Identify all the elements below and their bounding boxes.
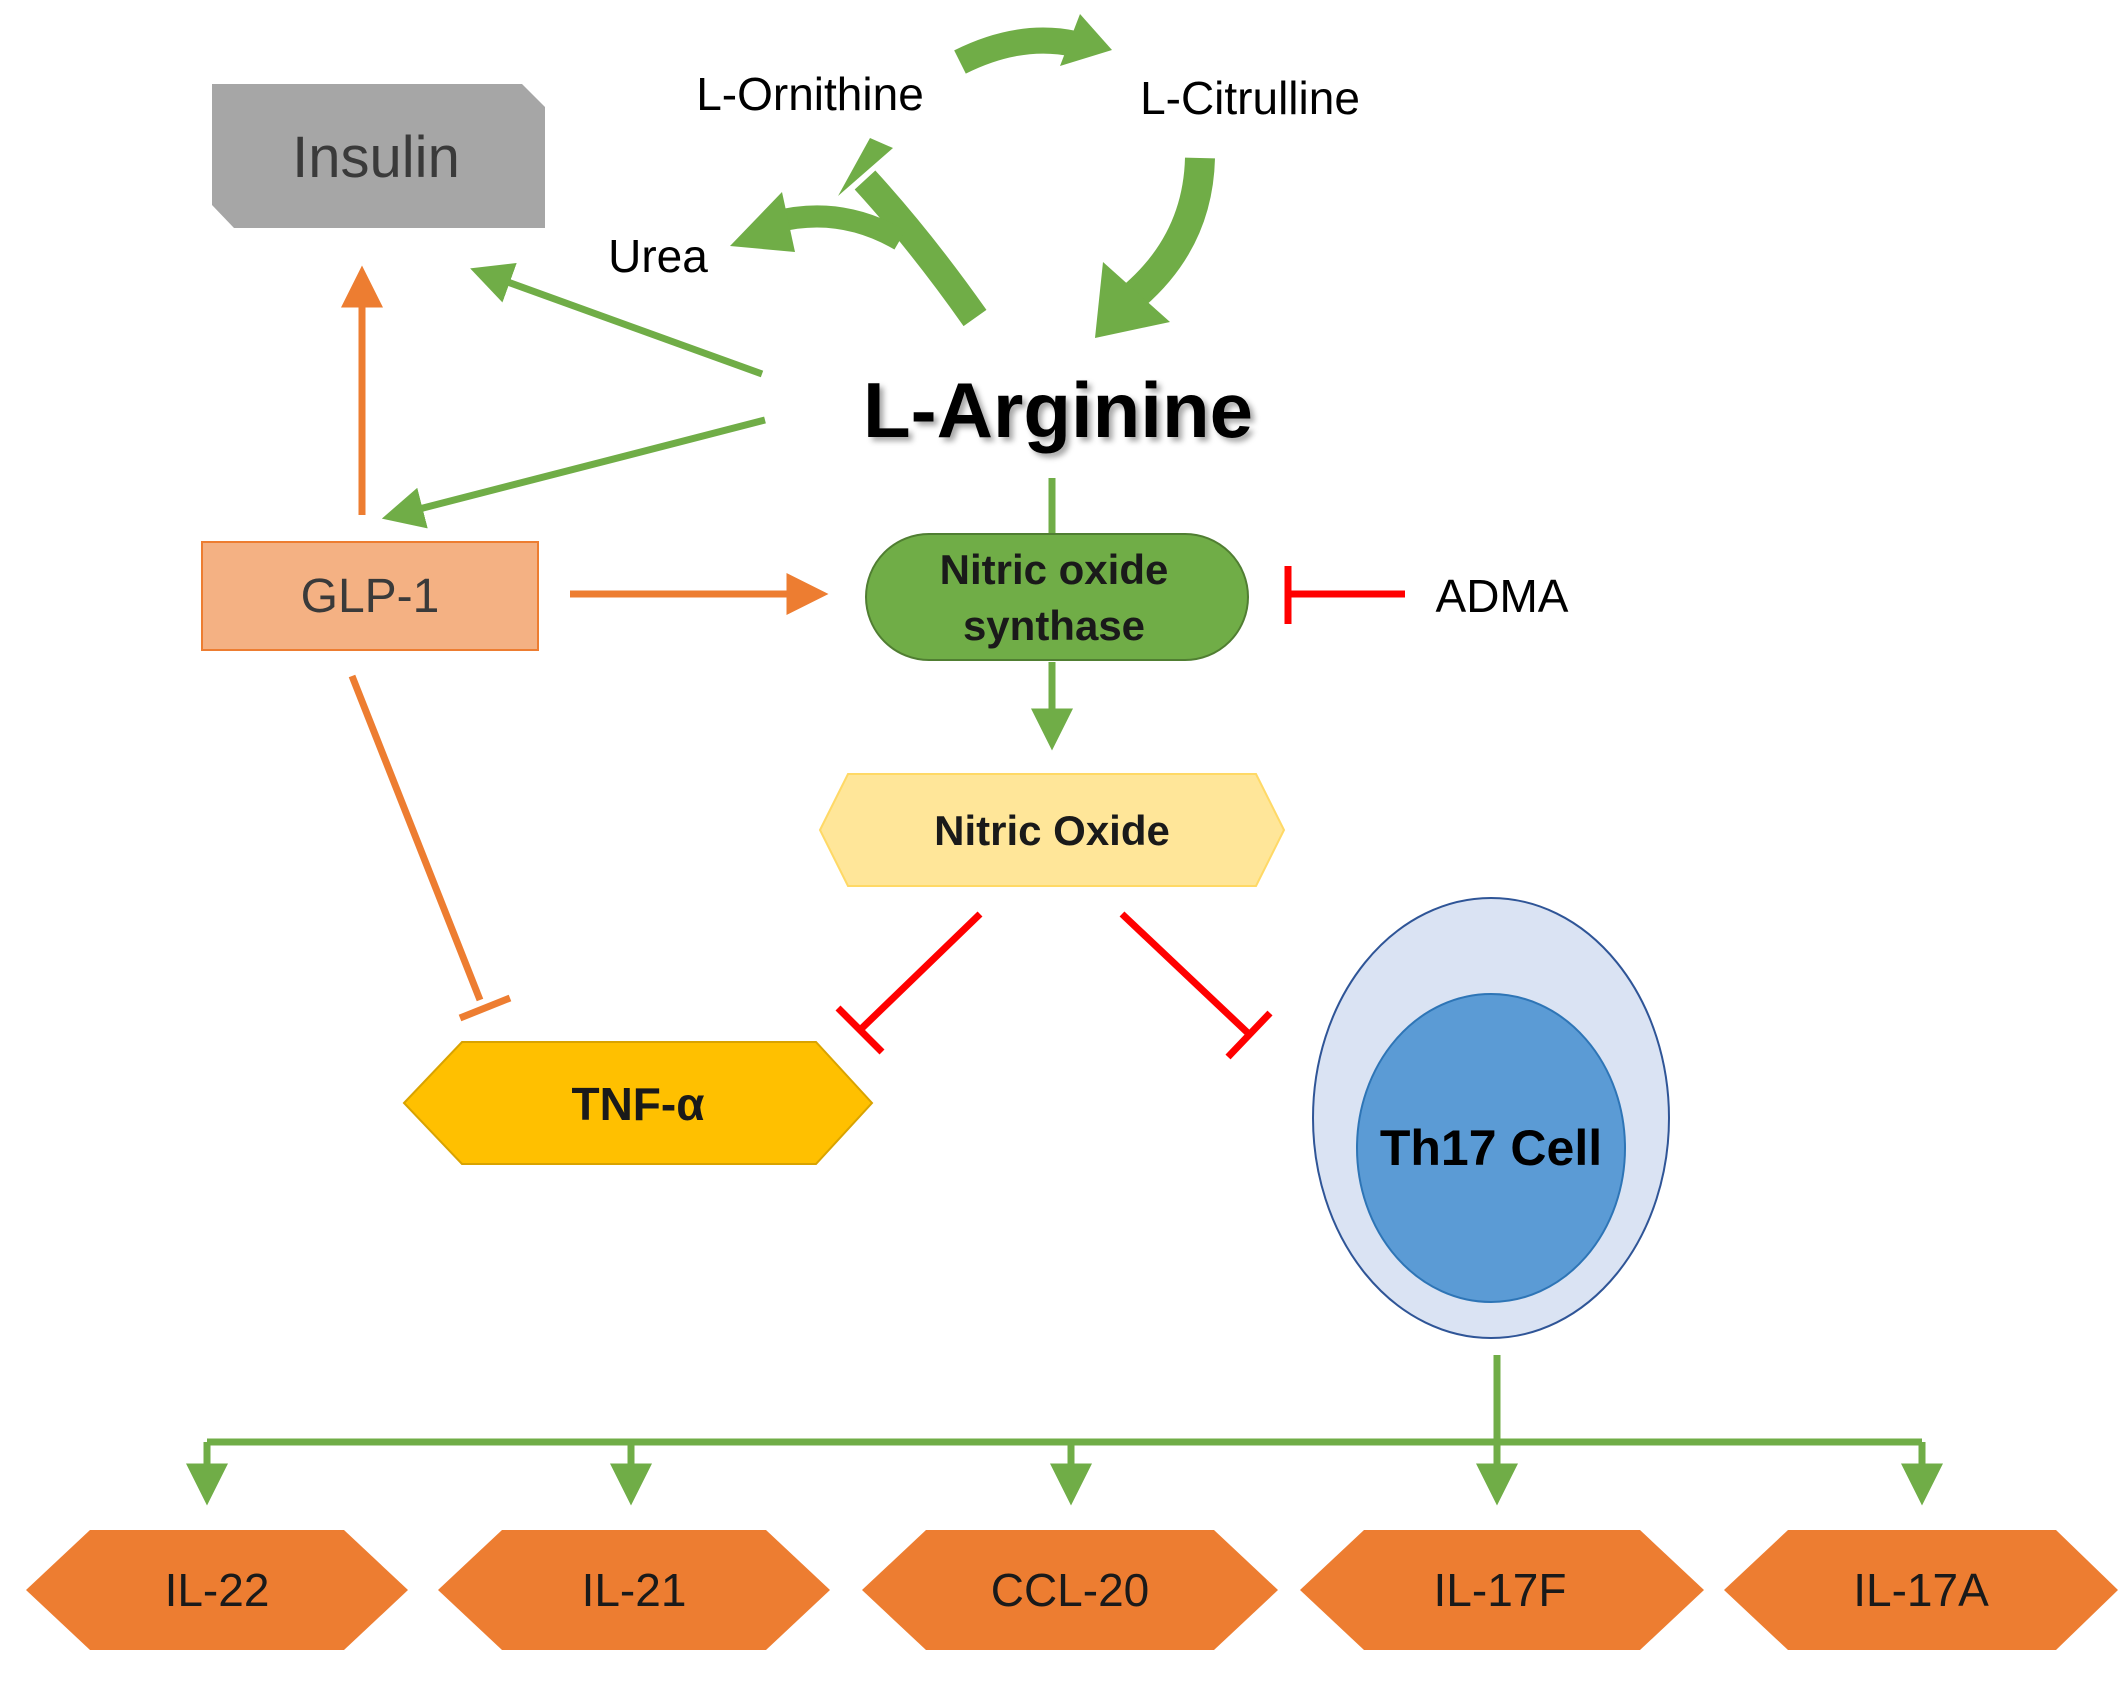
nos-label-line1: Nitric oxide bbox=[940, 546, 1169, 593]
no-inhibits-tnf-line bbox=[857, 911, 983, 1033]
nitric-oxide-node: Nitric Oxide bbox=[818, 773, 1286, 887]
nos-label-line2: synthase bbox=[963, 602, 1145, 649]
cytokine-hex bbox=[26, 1530, 408, 1650]
glp1-inhibits-tnf-line bbox=[348, 674, 484, 1002]
insulin-node: Insulin bbox=[212, 84, 545, 228]
glp1-label: GLP-1 bbox=[301, 570, 440, 623]
tnf-alpha-node: TNF-α bbox=[402, 1041, 874, 1165]
no-inhibits-tnf-bar bbox=[835, 1005, 885, 1055]
cytokine-il21: IL-21 bbox=[438, 1530, 830, 1650]
glp1-node: GLP-1 bbox=[201, 541, 539, 651]
glp1-inhibits-tnf-bar bbox=[458, 994, 512, 1022]
tnf-alpha-label: TNF-α bbox=[571, 1078, 704, 1130]
cytokine-label: IL-17A bbox=[1853, 1564, 1989, 1616]
cytokine-label: IL-21 bbox=[582, 1564, 687, 1616]
arginine-to-ornithine-arrowhead bbox=[838, 138, 893, 196]
th17-nucleus bbox=[1356, 993, 1626, 1303]
arginine-to-ornithine-arrow bbox=[854, 170, 987, 327]
citrulline-to-arginine-arrow bbox=[1124, 157, 1215, 307]
nitric-oxide-hex bbox=[818, 773, 1286, 887]
cytokine-hex bbox=[1300, 1530, 1704, 1650]
pathway-arrows bbox=[186, 262, 1943, 1506]
insulin-label: Insulin bbox=[292, 125, 460, 190]
insulin-box bbox=[212, 84, 545, 228]
no-inhibits-th17-line bbox=[1119, 911, 1253, 1038]
cytokine-il17a: IL-17A bbox=[1724, 1530, 2118, 1650]
cytokine-label: IL-22 bbox=[165, 1564, 270, 1616]
nos-node: Nitric oxide synthase bbox=[865, 533, 1249, 661]
no-inhibits-th17-bar bbox=[1225, 1010, 1273, 1060]
cytokine-ccl20: CCL-20 bbox=[862, 1530, 1278, 1650]
l-citrulline-label: L-Citrulline bbox=[1140, 72, 1360, 124]
th17-cell-label: Th17 Cell bbox=[1380, 1120, 1602, 1176]
cytokine-hex bbox=[1724, 1530, 2118, 1650]
l-ornithine-label: L-Ornithine bbox=[696, 68, 924, 120]
cytokine-hex bbox=[862, 1530, 1278, 1650]
nos-pill bbox=[865, 533, 1249, 661]
arginine-to-urea-arrow bbox=[772, 205, 906, 250]
arginine-to-urea-arrowhead bbox=[730, 192, 795, 252]
arginine-to-glp1-arrow bbox=[381, 416, 766, 529]
cytokine-label: IL-17F bbox=[1434, 1564, 1567, 1616]
th17-cell-node: Th17 Cell bbox=[1312, 897, 1670, 1339]
urea-cycle-arrows bbox=[730, 14, 1215, 338]
glp1-box bbox=[201, 541, 539, 651]
urea-label: Urea bbox=[608, 230, 708, 282]
cytokine-label: CCL-20 bbox=[991, 1564, 1150, 1616]
cytokine-hex bbox=[438, 1530, 830, 1650]
arginine-to-insulin-arrow bbox=[470, 262, 764, 378]
nitric-oxide-label: Nitric Oxide bbox=[934, 807, 1170, 854]
adma-label: ADMA bbox=[1436, 570, 1569, 622]
ornithine-to-citrulline-arrowhead bbox=[1060, 14, 1112, 66]
l-arginine-label: L-Arginine bbox=[863, 366, 1253, 454]
tnf-alpha-hex bbox=[402, 1041, 874, 1165]
citrulline-to-arginine-arrowhead bbox=[1095, 262, 1170, 338]
ornithine-to-citrulline-arrow bbox=[954, 27, 1078, 74]
cytokine-il22: IL-22 bbox=[26, 1530, 408, 1650]
cytokine-il17f: IL-17F bbox=[1300, 1530, 1704, 1650]
